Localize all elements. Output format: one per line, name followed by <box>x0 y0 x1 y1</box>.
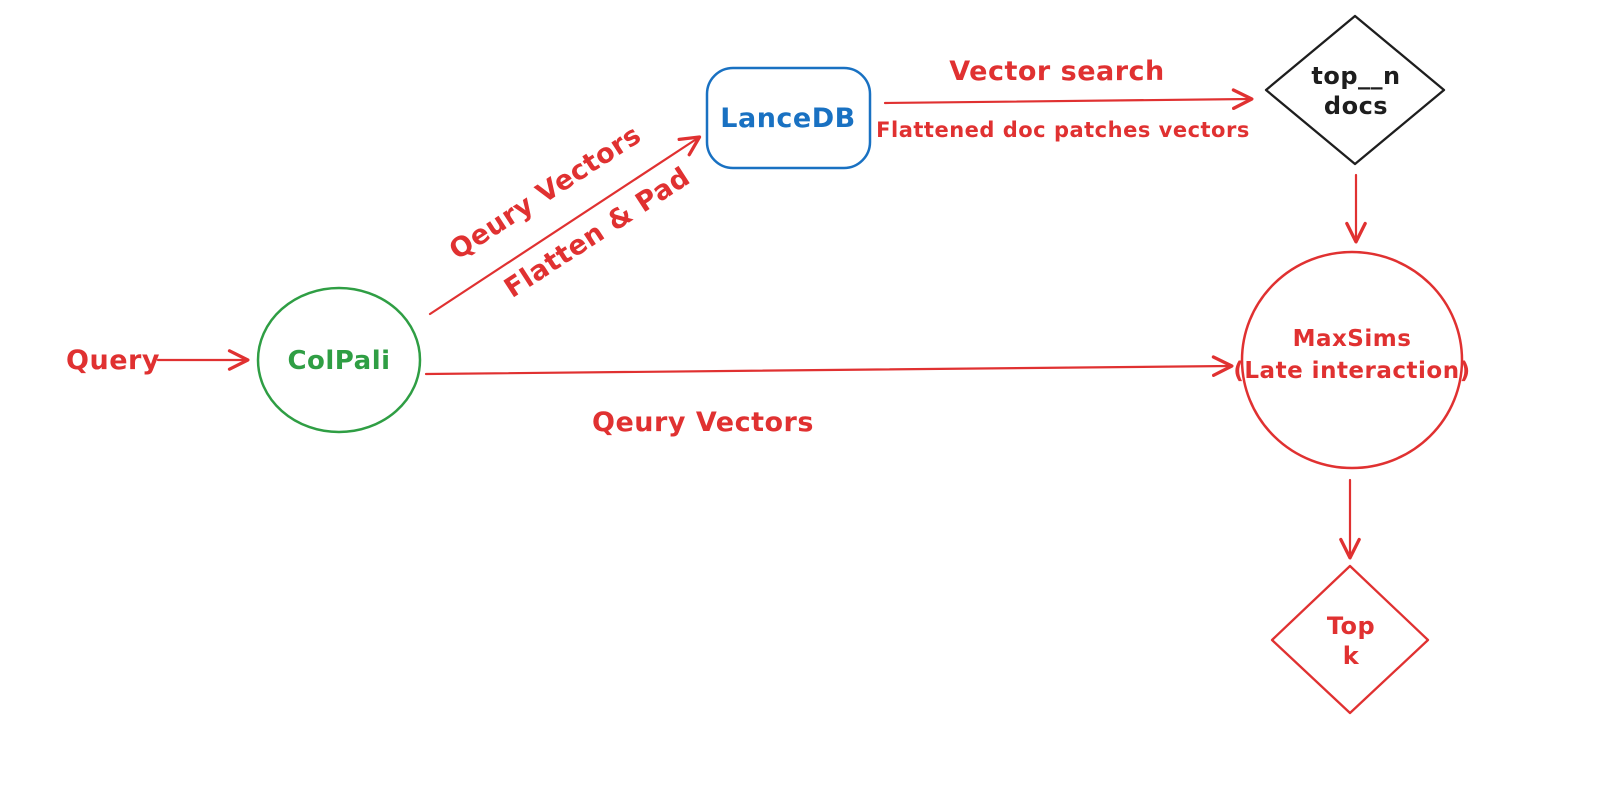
colpali-circle <box>256 286 422 434</box>
maxsims-circle <box>1240 250 1464 470</box>
maxsims-label-line1: MaxSims <box>1293 326 1412 352</box>
arrow-lancedb-to-topn <box>883 88 1254 110</box>
edge-label-flatten-pad: Flatten & Pad <box>499 161 696 304</box>
top-n-docs-label-line2: docs <box>1324 92 1388 120</box>
top-k-label-line1: Top <box>1327 612 1375 640</box>
top-k-node: Top k <box>1270 564 1430 715</box>
edge-label-vector-search: Vector search <box>949 56 1165 87</box>
edge-label-query-vectors-bottom: Qeury Vectors <box>592 407 814 438</box>
top-k-diamond <box>1270 564 1430 715</box>
lancedb-label: LanceDB <box>720 103 855 134</box>
top-n-docs-diamond <box>1264 14 1446 166</box>
maxsims-node: MaxSims (Late interaction) <box>1233 250 1470 470</box>
top-k-label-line2: k <box>1343 642 1360 670</box>
top-n-docs-label-line1: top__n <box>1311 62 1400 90</box>
query-label: Query <box>66 345 160 376</box>
colpali-label: ColPali <box>287 346 390 376</box>
lancedb-box <box>705 66 872 170</box>
maxsims-label-line2: (Late interaction) <box>1233 358 1470 384</box>
top-n-docs-node: top__n docs <box>1264 14 1446 166</box>
colpali-node: ColPali <box>256 286 422 434</box>
arrow-colpali-to-maxsims <box>424 355 1234 377</box>
edge-label-flattened-doc-patches: Flattened doc patches vectors <box>876 118 1250 142</box>
lancedb-node: LanceDB <box>705 66 872 170</box>
arrow-colpali-to-lancedb <box>428 135 702 316</box>
